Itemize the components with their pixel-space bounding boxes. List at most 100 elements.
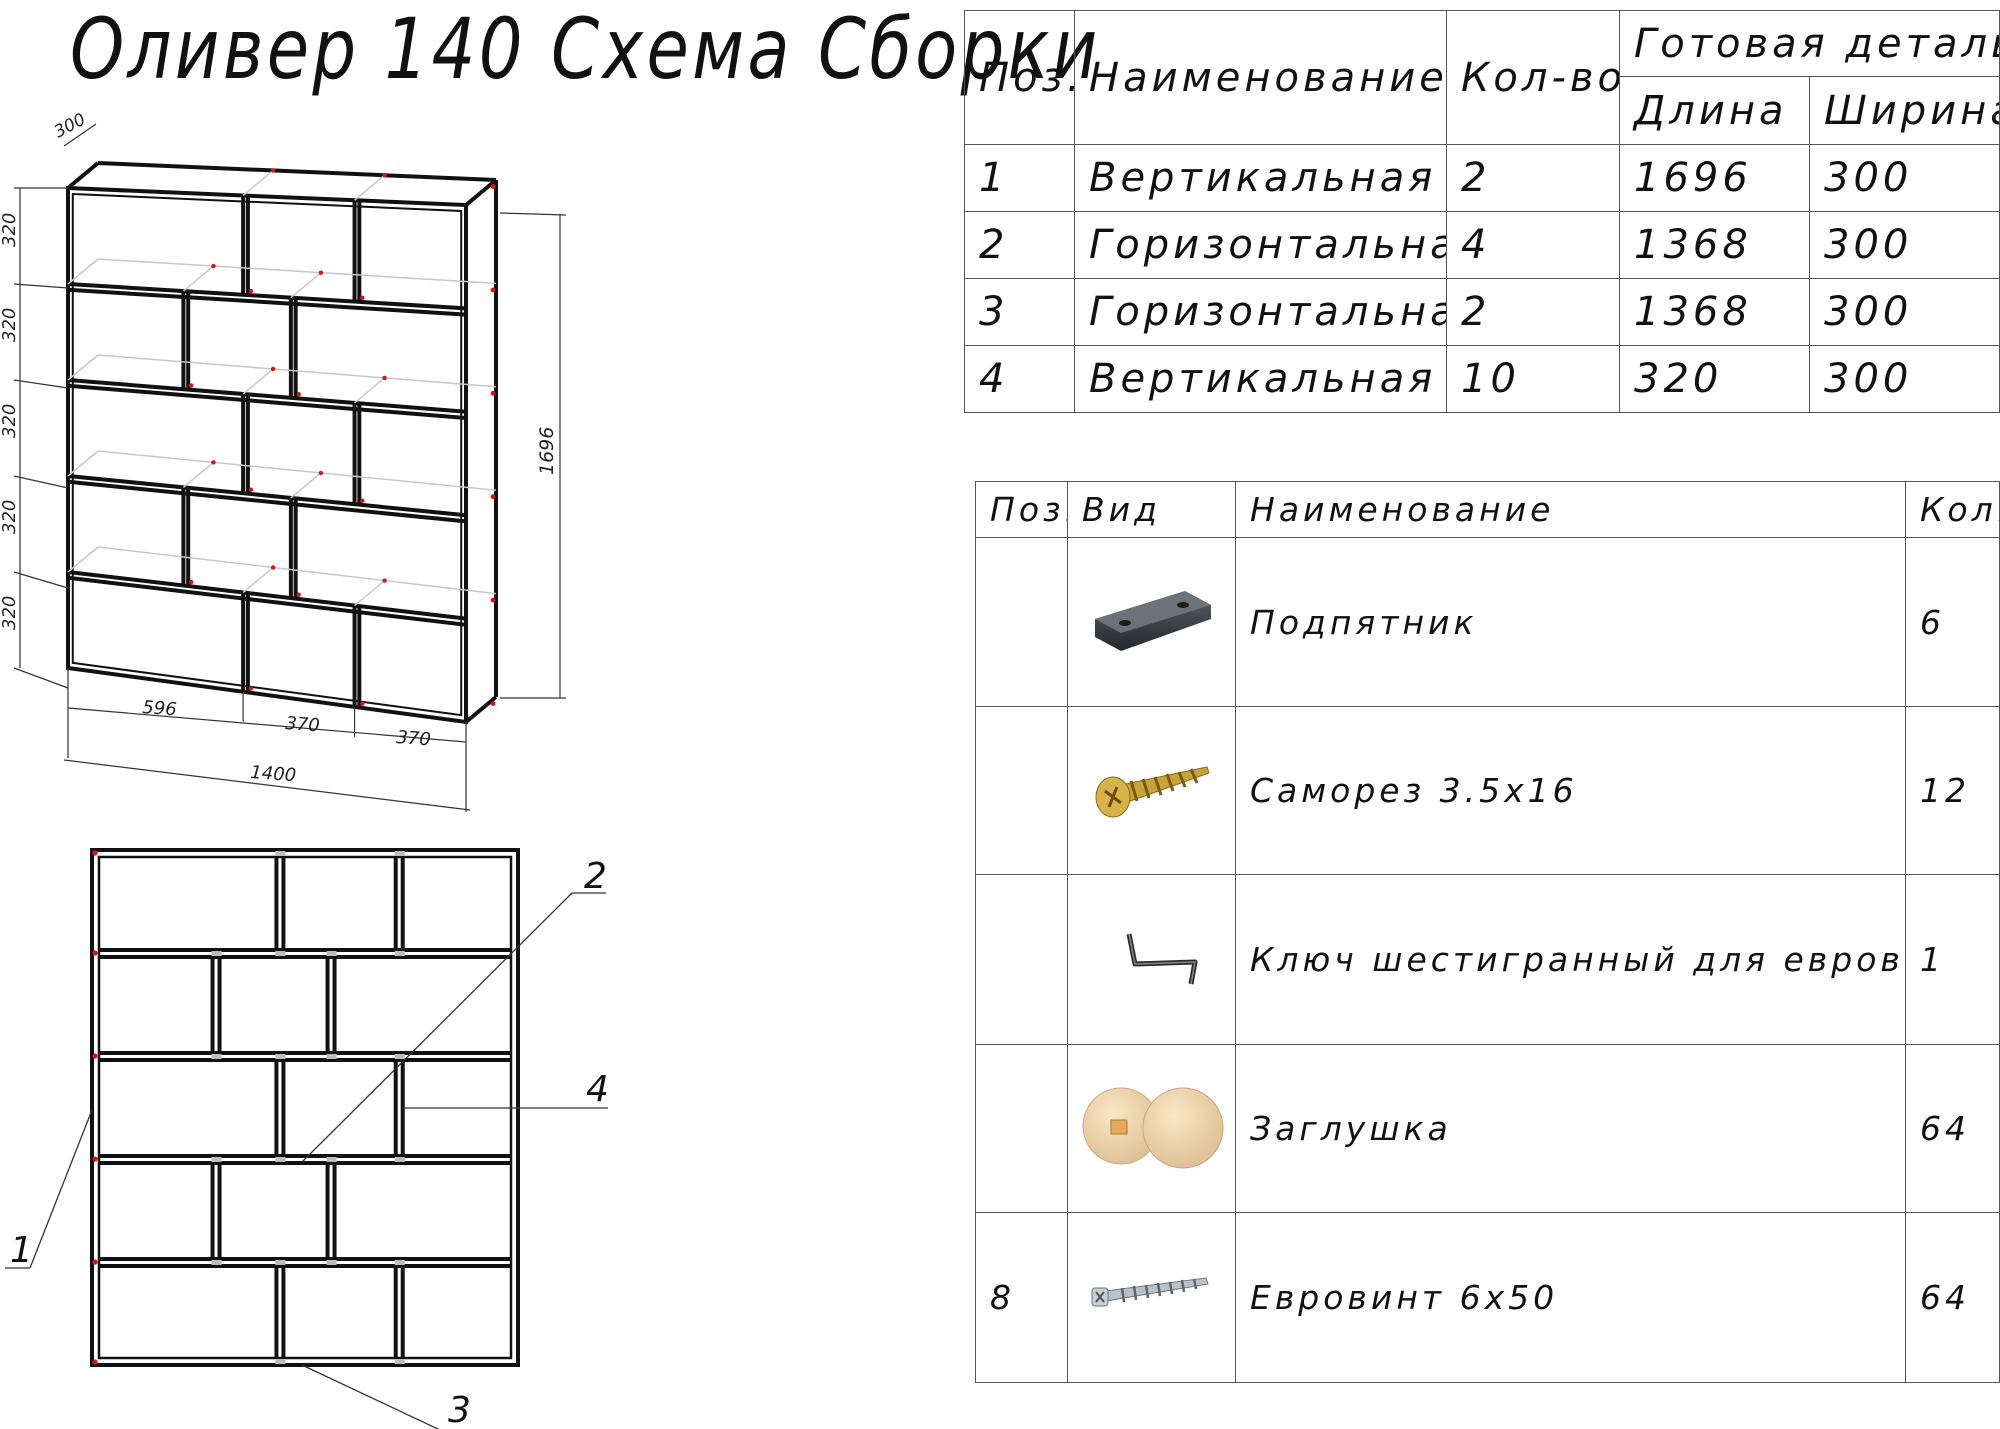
joint-mark [326,1260,337,1265]
cell-pos [975,874,1068,1045]
euro-screw-icon [1091,1276,1209,1306]
cell-pos: 3 [964,278,1075,346]
dim-row-height-1: 320 [0,213,20,247]
fastener-mark [382,578,387,583]
cell-view [1067,706,1236,875]
shelf-depth-line [67,546,99,573]
fastener-mark [248,288,254,294]
fastener-mark [490,701,496,706]
fastener-mark [360,498,365,503]
joint-mark [211,1054,222,1059]
cap-icon [1082,1087,1223,1168]
dim-row-height-5: 320 [0,596,20,630]
fastener-mark [296,592,301,597]
cell-qty: 6 [1905,537,2000,707]
shelf-depth-line [97,546,497,595]
shelf-line [67,575,467,627]
cell-width: 300 [1809,345,2000,413]
dim-line-width-segments [67,707,467,743]
table-row: 3 Горизонтальная 2 1368 300 [964,278,2000,346]
cell-qty: 4 [1446,211,1620,279]
cell-name: Горизонтальная [1074,211,1447,279]
cell-width: 300 [1809,144,2000,212]
plastic-glide-icon [1094,591,1211,651]
joint-mark [275,951,286,956]
joint-mark [394,851,405,856]
dim-tick [13,379,69,389]
shelf-depth-line [97,354,497,388]
fastener-mark [248,487,254,492]
header-pos: Поз. [964,10,1075,145]
dim-line-width-total [63,759,471,811]
dim-width-total: 1400 [250,762,297,786]
cell-name: Вертикальная [1074,345,1447,413]
cell-pos: 1 [964,144,1075,212]
dim-depth: 300 [51,110,89,143]
dim-tick [499,212,567,216]
joint-mark [326,1157,337,1162]
table-row: Заглушка 64 [975,1044,2000,1213]
divider-depth-line [290,472,322,499]
dim-tick [13,283,69,289]
fastener-mark [360,701,365,706]
cell-name: Подпятник [1235,537,1906,707]
shelf-depth-line [67,450,99,477]
cell-view [1067,1044,1236,1213]
shelf-line [67,474,467,518]
hex-key-icon [1126,933,1197,984]
fastener-mark [92,1359,98,1365]
joint-mark [211,1157,222,1162]
joint-mark [275,1157,286,1162]
cell-view [1067,537,1236,707]
leader-line-2 [301,892,573,1163]
fastener-mark [490,597,496,603]
fastener-mark [490,287,496,293]
hardware-table: Поз. Вид Наименование Кол. Подпятник 6 [975,481,2000,1383]
dim-tick [13,667,69,689]
fastener-mark [318,270,324,275]
fastener-mark [318,470,324,476]
fastener-mark [188,383,194,388]
shelf-line [67,282,467,311]
shelf-depth-line [97,258,497,285]
joint-mark [275,851,286,856]
header-length: Длина [1619,76,1810,145]
divider-depth-line [182,265,214,292]
divider-depth-line [182,461,214,488]
cell-name: Вертикальная [1074,144,1447,212]
cell-name: Горизонтальная [1074,278,1447,346]
table-row: 8 Евровинт 6х50 64 [975,1212,2000,1383]
joint-mark [326,1054,337,1059]
fastener-mark [92,1053,98,1059]
joint-mark [211,951,222,956]
dim-width-seg-2: 370 [285,713,321,736]
fastener-mark [382,375,387,381]
header-pos: Поз. [975,481,1068,538]
cell-pos [975,1044,1068,1213]
cabinet-edge [464,178,498,207]
cell-name: Саморез 3.5х16 [1235,706,1906,875]
cabinet-edge [464,695,498,724]
cell-name: Евровинт 6х50 [1235,1212,1906,1383]
cell-length: 1696 [1619,144,1810,212]
shelf-line [67,479,467,524]
cell-view [1067,1212,1236,1383]
fastener-mark [92,1156,98,1162]
isometric-drawing: 300 1696 320 320 320 320 320 596 370 370… [0,110,567,812]
dim-height-total: 1696 [536,427,558,475]
joint-mark [394,1054,405,1059]
cell-length: 320 [1619,345,1810,413]
fastener-mark [211,263,216,269]
cell-qty: 64 [1905,1044,2000,1213]
cell-length: 1368 [1619,278,1810,346]
cell-qty: 1 [1905,874,2000,1045]
shelf-line [67,383,467,420]
joint-mark [394,951,405,956]
table-row: 1 Вертикальная 2 1696 300 [964,144,2000,212]
shelf-depth-line [67,354,99,381]
dim-row-height-4: 320 [0,500,20,534]
dim-width-seg-1: 596 [142,697,178,720]
dim-tick [13,475,69,489]
cell-name: Ключ шестигранный для евровинта [1235,874,1906,1045]
shelf-line [67,570,467,621]
